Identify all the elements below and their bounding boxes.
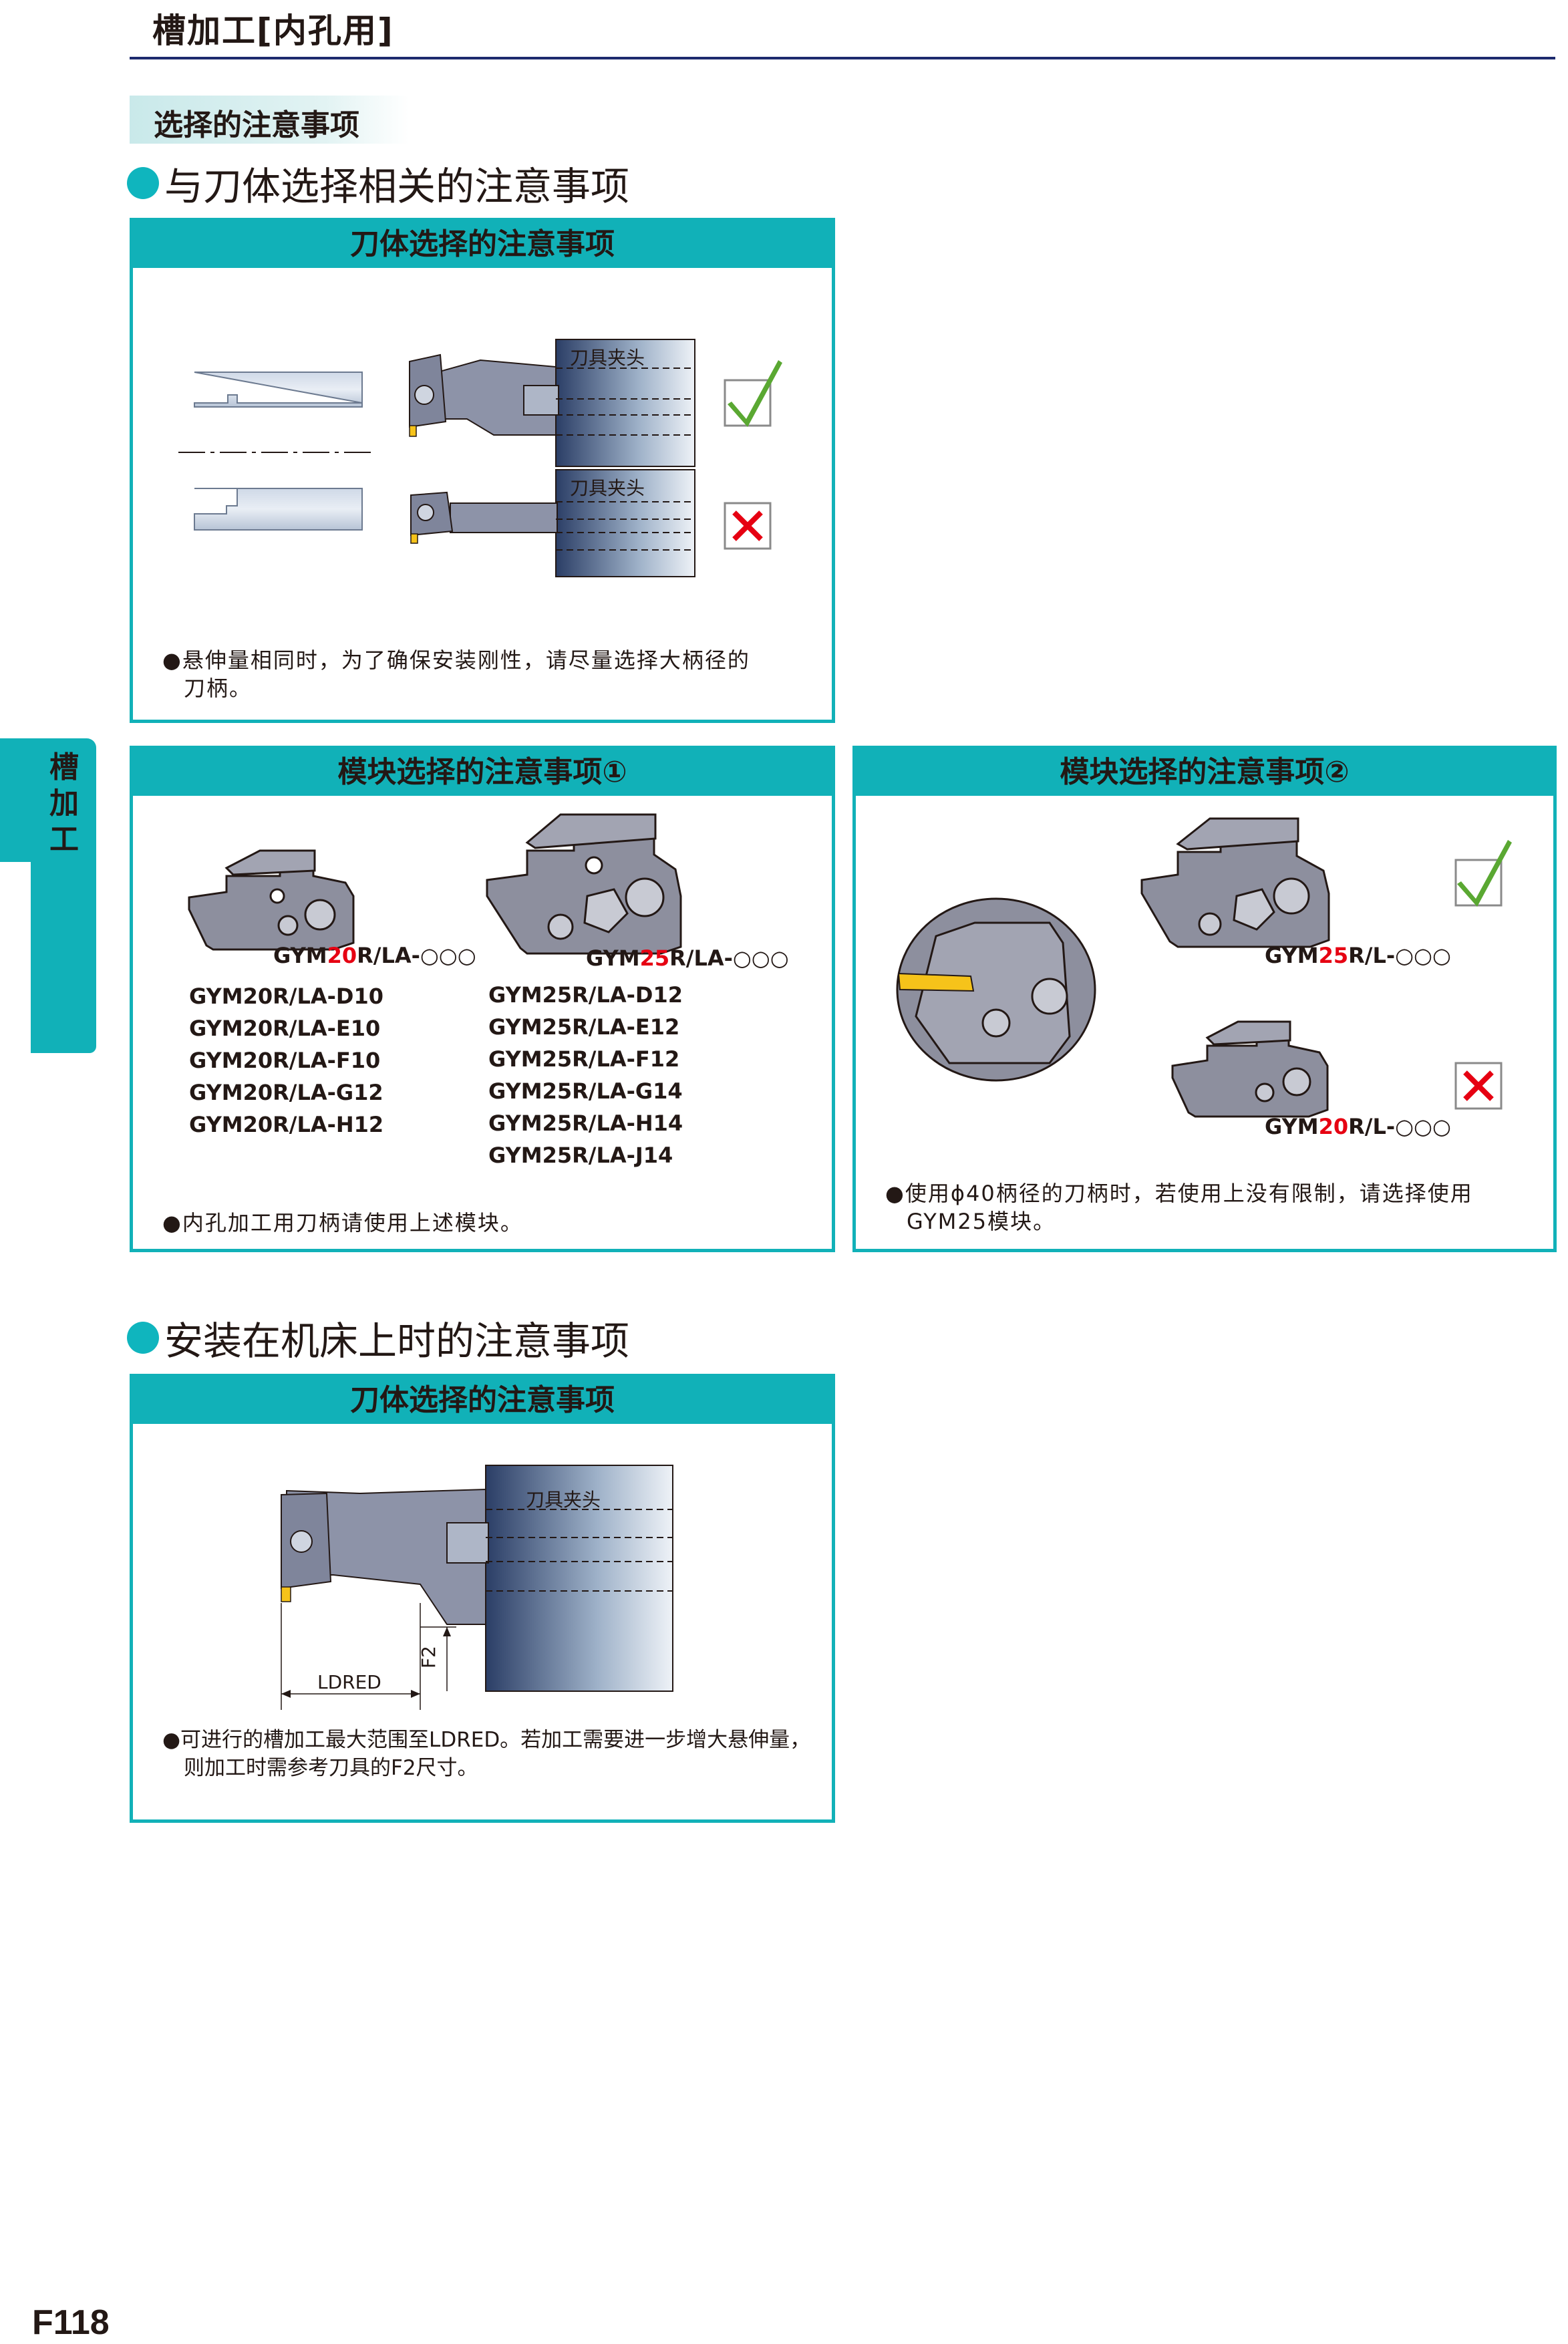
holder-label: 刀具夹头 xyxy=(526,1489,601,1511)
box-title: 模块选择的注意事项① xyxy=(133,749,832,796)
module-gym20 xyxy=(188,849,355,951)
list-item: GYM20R/LA-G12 xyxy=(189,1080,383,1105)
side-tab-cut xyxy=(0,862,31,1053)
holder-label-top: 刀具夹头 xyxy=(570,347,645,369)
mounting-diagram xyxy=(281,1465,673,1710)
module-gym20-ng xyxy=(1171,1020,1329,1118)
module-gym25-ok xyxy=(1140,817,1330,948)
list-item: GYM25R/LA-D12 xyxy=(488,982,683,1008)
holder-selection-box: 刀体选择的注意事项 xyxy=(130,218,835,723)
mounting-box: 刀体选择的注意事项 刀具夹头 LDRED F2 ●可进行的槽加工 xyxy=(130,1374,835,1823)
module-list-gym20: GYM20R/LA-D10 GYM20R/LA-E10 GYM20R/LA-F1… xyxy=(189,980,383,1141)
module-selection-box-2: 模块选择的注意事项② xyxy=(852,746,1557,1252)
holder-label-bottom: 刀具夹头 xyxy=(570,477,645,499)
module-list-gym25: GYM25R/LA-D12 GYM25R/LA-E12 GYM25R/LA-F1… xyxy=(488,979,683,1171)
section2-heading: 安装在机床上时的注意事项 xyxy=(127,1310,629,1366)
cross-icon xyxy=(724,502,772,550)
holder-selection-diagram xyxy=(178,339,782,577)
holder-small xyxy=(410,469,695,577)
box-title: 刀体选择的注意事项 xyxy=(133,1377,832,1424)
list-item: GYM20R/LA-F10 xyxy=(189,1048,381,1073)
title-rule xyxy=(130,57,1555,59)
workpiece xyxy=(178,372,375,531)
module1-note: ●内孔加工用刀柄请使用上述模块。 xyxy=(162,1210,523,1235)
module-label-gym20: GYM20R/L-○○○ xyxy=(1265,1114,1451,1139)
dimension-f2: F2 xyxy=(418,1646,440,1668)
holder-large xyxy=(409,339,695,467)
list-item: GYM20R/LA-E10 xyxy=(189,1016,381,1041)
module-diagram-2 xyxy=(896,817,1512,1118)
module-diagram-1 xyxy=(188,813,682,955)
list-item: GYM25R/LA-J14 xyxy=(488,1143,673,1168)
list-item: GYM25R/LA-F12 xyxy=(488,1046,680,1072)
list-item: GYM20R/LA-D10 xyxy=(189,984,383,1009)
bullet-dot-icon xyxy=(127,167,159,199)
list-item: GYM25R/LA-H14 xyxy=(488,1111,683,1136)
section1-heading: 与刀体选择相关的注意事项 xyxy=(127,155,629,211)
list-item: GYM25R/LA-G14 xyxy=(488,1078,683,1104)
side-tab-lower xyxy=(31,862,96,1053)
list-item: GYM25R/LA-E12 xyxy=(488,1014,680,1040)
module2-note: ●使用ϕ40柄径的刀柄时，若使用上没有限制，请选择使用 GYM25模块。 xyxy=(885,1181,1473,1234)
module-label-gym25: GYM25R/LA-○○○ xyxy=(586,945,789,971)
section-tag-label: 选择的注意事项 xyxy=(154,108,359,142)
dimension-lines xyxy=(281,1603,456,1710)
dimension-ldred: LDRED xyxy=(317,1671,381,1693)
check-icon xyxy=(724,360,782,427)
module-gym25 xyxy=(486,813,682,955)
section-tag: 选择的注意事项 xyxy=(130,96,409,144)
page-number: F118 xyxy=(32,2303,110,2342)
module-mounted xyxy=(896,897,1096,1082)
module-label-gym20: GYM20R/LA-○○○ xyxy=(273,943,476,968)
side-tab xyxy=(0,738,96,867)
cross-icon xyxy=(1454,1062,1503,1110)
side-tab-label: 槽 加 工 xyxy=(49,750,79,857)
list-item: GYM20R/LA-H12 xyxy=(189,1112,384,1137)
module-label-gym25: GYM25R/L-○○○ xyxy=(1265,943,1451,968)
box1-note: ●悬伸量相同时，为了确保安装刚性，请尽量选择大柄径的 刀柄。 xyxy=(162,647,750,701)
box-title: 刀体选择的注意事项 xyxy=(133,221,832,268)
mounting-note: ●可进行的槽加工最大范围至LDRED。若加工需要进一步增大悬伸量， 则加工时需参… xyxy=(162,1728,811,1780)
module-selection-box-1: 模块选择的注意事项① GYM20R/LA-○○○ GYM25R/LA-○○○ G… xyxy=(130,746,835,1252)
box-title: 模块选择的注意事项② xyxy=(856,749,1553,796)
check-icon xyxy=(1454,840,1512,907)
page-title: 槽加工[内孔用] xyxy=(152,11,394,50)
bullet-dot-icon xyxy=(127,1322,159,1354)
